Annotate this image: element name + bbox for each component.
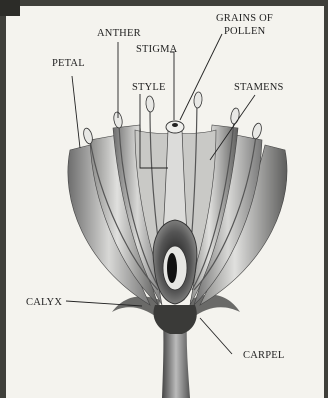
label-stamens: STAMENS <box>234 82 284 93</box>
label-carpel: CARPEL <box>243 350 284 361</box>
label-petal: PETAL <box>52 58 85 69</box>
label-anther: ANTHER <box>97 28 141 39</box>
label-grains-of-pollen: GRAINS OF <box>216 13 273 24</box>
label-calyx: CALYX <box>26 297 62 308</box>
pollen-grain <box>172 123 178 127</box>
label-stigma: STIGMA <box>136 44 178 55</box>
carpel-ovary <box>153 220 197 304</box>
label-style: STYLE <box>132 82 166 93</box>
label-pollen: POLLEN <box>224 26 266 37</box>
